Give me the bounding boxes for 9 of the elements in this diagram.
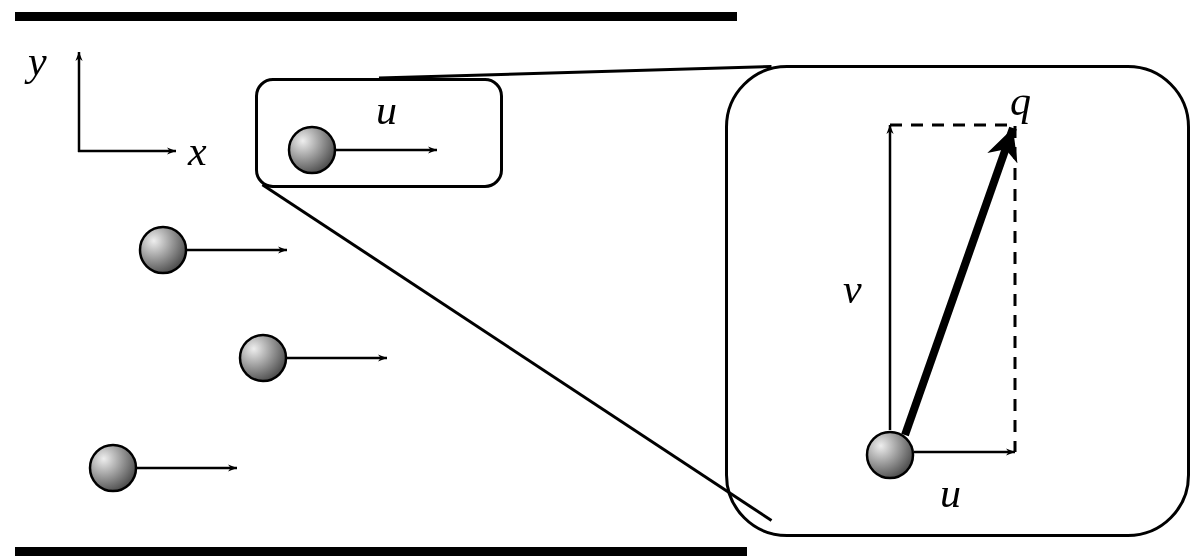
- zoom-line: [261, 183, 773, 522]
- magnified-view-box: [725, 65, 1190, 537]
- variable-label: u: [940, 472, 961, 514]
- variable-label: v: [843, 268, 862, 310]
- zoom-line: [378, 64, 772, 80]
- variable-label: q: [1010, 80, 1031, 122]
- variable-label: u: [376, 89, 397, 131]
- axis-label: x: [188, 130, 207, 172]
- zoom-source-box: [255, 78, 503, 188]
